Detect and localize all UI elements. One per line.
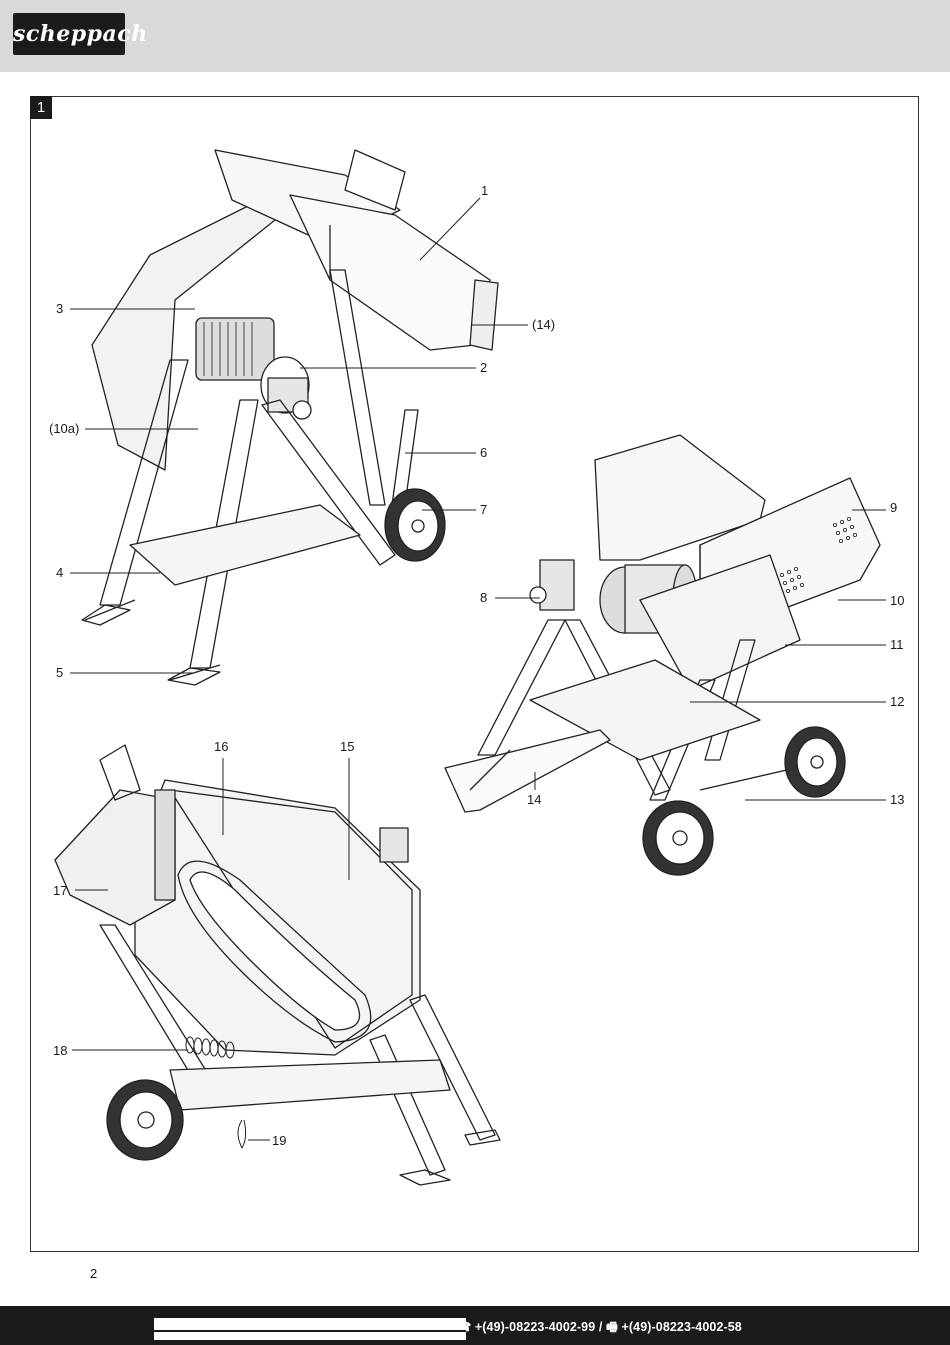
- callout-15: 15: [340, 739, 354, 754]
- callout-5: 5: [56, 665, 63, 680]
- header-band: [0, 0, 950, 72]
- page-number: 2: [90, 1266, 98, 1281]
- figure-number-badge: 1: [30, 96, 52, 119]
- callout-14: 14: [527, 792, 541, 807]
- callout-leaders: [70, 197, 886, 1141]
- callout-12: 12: [890, 694, 904, 709]
- brand-logo: scheppach: [13, 13, 148, 55]
- callout-14-parenthesized: (14): [532, 317, 555, 332]
- callout-8: 8: [480, 590, 487, 605]
- callout-16: 16: [214, 739, 228, 754]
- callout-2: 2: [480, 360, 487, 375]
- saw-view-right: [444, 434, 881, 876]
- callout-10: 10: [890, 593, 904, 608]
- saw-view-front-left: [81, 149, 499, 686]
- figure-frame: [30, 96, 919, 1252]
- callout-13: 13: [890, 792, 904, 807]
- callout-19: 19: [272, 1133, 286, 1148]
- callout-7: 7: [480, 502, 487, 517]
- callout-3: 3: [56, 301, 63, 316]
- callout-6: 6: [480, 445, 487, 460]
- footer-redaction-block: [154, 1318, 466, 1340]
- callout-11: 11: [890, 637, 904, 652]
- callout-labels: 1 (14) 2 3 (10a) 6 7 4 5 9 8 10 11 12 14…: [49, 183, 904, 1148]
- footer-redaction-stripe: [154, 1330, 466, 1332]
- saw-view-rear: [54, 744, 501, 1186]
- callout-1: 1: [481, 183, 488, 198]
- callout-18: 18: [53, 1043, 67, 1058]
- callout-9: 9: [890, 500, 897, 515]
- callout-10a: (10a): [49, 421, 79, 436]
- callout-17: 17: [53, 883, 67, 898]
- brand-logo-text: scheppach: [13, 21, 148, 47]
- callout-4: 4: [56, 565, 63, 580]
